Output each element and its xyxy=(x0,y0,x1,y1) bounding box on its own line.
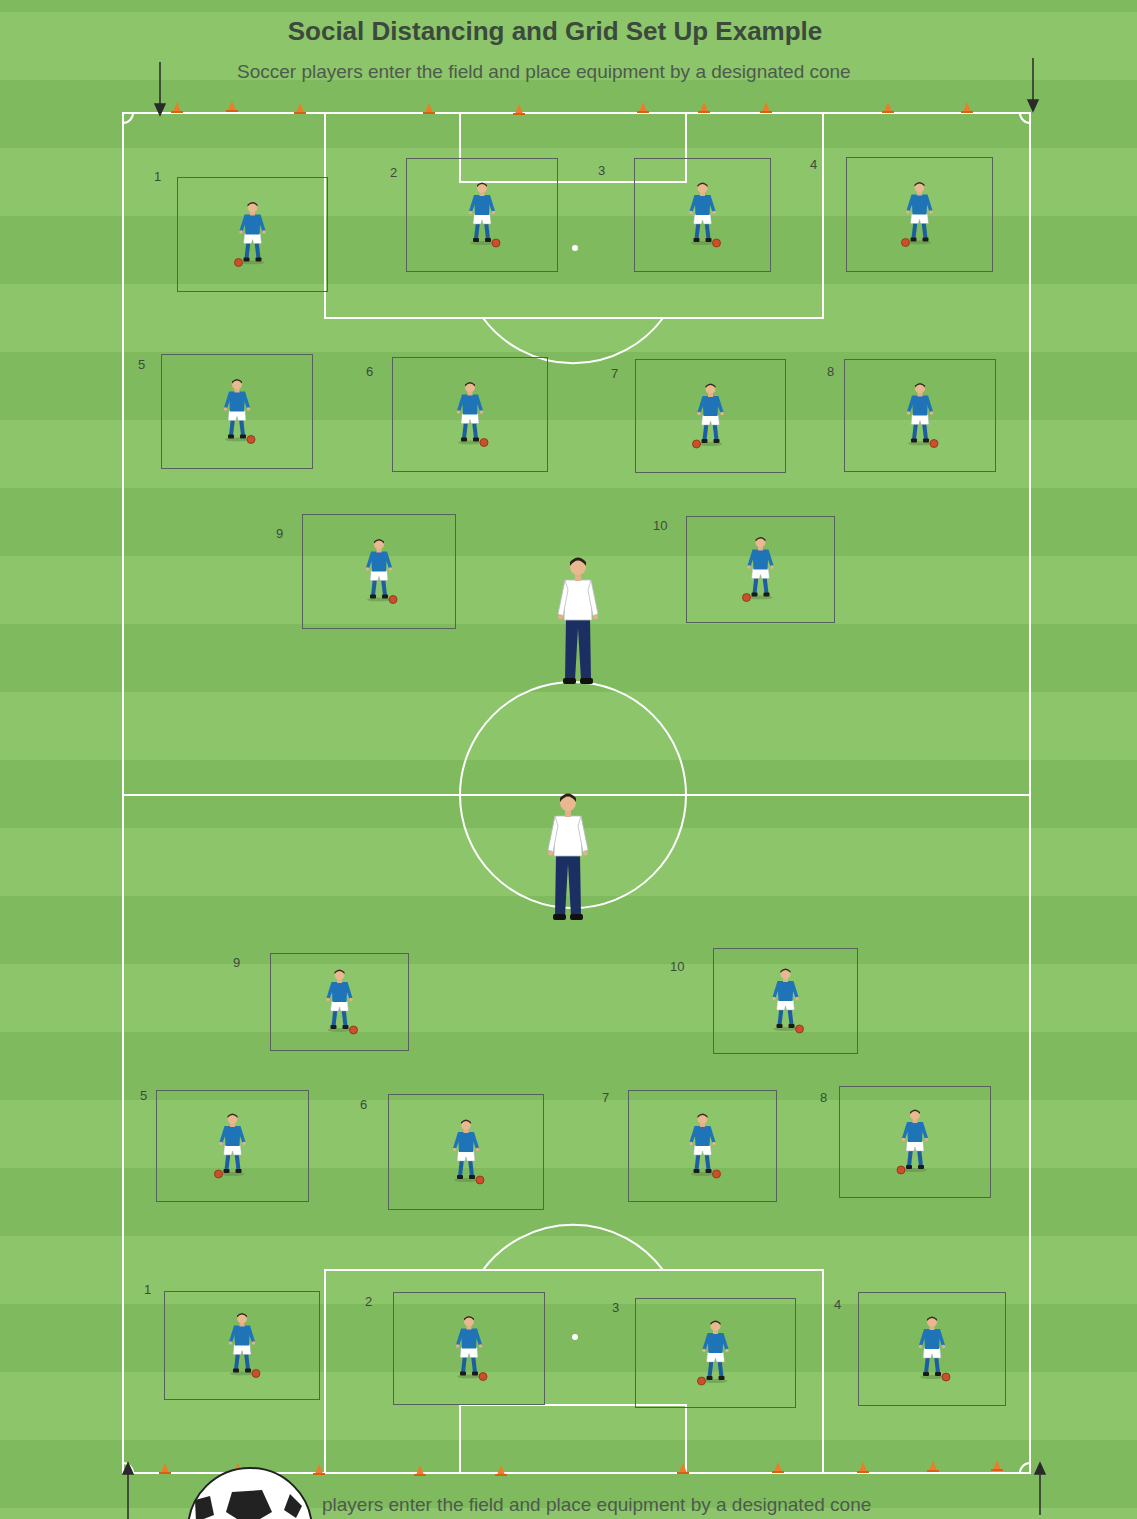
training-ball xyxy=(215,1170,223,1178)
grid-number: 8 xyxy=(820,1091,827,1105)
grid-square: 3 xyxy=(635,1298,796,1408)
training-ball xyxy=(350,1026,358,1034)
grid-number: 3 xyxy=(598,164,605,178)
training-ball xyxy=(247,436,255,444)
grid-number: 9 xyxy=(276,527,283,541)
grid-number: 5 xyxy=(138,358,145,372)
grid-number: 10 xyxy=(670,960,684,974)
penalty-spot xyxy=(572,1334,578,1340)
grid-square: 10 xyxy=(686,516,835,623)
grid-square: 4 xyxy=(846,157,993,272)
training-ball xyxy=(942,1373,950,1381)
grid-square: 6 xyxy=(388,1094,544,1210)
grid-square: 8 xyxy=(844,359,996,472)
grid-number: 10 xyxy=(653,519,667,533)
grid-number: 6 xyxy=(360,1098,367,1112)
player-figure xyxy=(469,183,496,246)
grid-square: 2 xyxy=(393,1292,545,1405)
players xyxy=(215,182,951,1385)
grid-square: 9 xyxy=(270,953,409,1051)
player-figure xyxy=(697,384,724,447)
player-figure xyxy=(456,1316,483,1379)
training-ball xyxy=(713,1170,721,1178)
player-figure xyxy=(689,1114,716,1177)
training-ball xyxy=(796,1025,804,1033)
grid-number: 4 xyxy=(810,158,817,172)
grid-number: 3 xyxy=(612,1301,619,1315)
grid-number: 9 xyxy=(233,956,240,970)
player-figure xyxy=(326,970,353,1033)
player-figure xyxy=(224,379,251,442)
grid-number: 4 xyxy=(834,1298,841,1312)
training-ball xyxy=(235,259,243,267)
entry-arrows xyxy=(123,58,1045,1519)
grid-square: 5 xyxy=(156,1090,309,1202)
coach-figure xyxy=(558,558,598,685)
grid-number: 1 xyxy=(144,1283,151,1297)
coach-figure xyxy=(548,794,588,921)
grid-number: 5 xyxy=(140,1089,147,1103)
grid-square: 7 xyxy=(635,359,786,473)
player-figure xyxy=(902,1110,929,1173)
grid-number: 7 xyxy=(611,367,618,381)
player-figure xyxy=(906,182,933,245)
training-ball xyxy=(693,440,701,448)
training-ball xyxy=(480,439,488,447)
grid-number: 2 xyxy=(390,166,397,180)
player-figure xyxy=(919,1317,946,1380)
training-ball xyxy=(476,1176,484,1184)
grid-square: 1 xyxy=(177,177,328,292)
soccer-ball xyxy=(188,1468,312,1519)
penalty-spot xyxy=(572,245,578,251)
player-figure xyxy=(366,539,393,602)
player-figure xyxy=(689,183,716,246)
training-ball xyxy=(252,1370,260,1378)
player-figure xyxy=(239,202,266,265)
grid-square: 8 xyxy=(839,1086,991,1198)
grid-number: 7 xyxy=(602,1091,609,1105)
training-ball xyxy=(713,239,721,247)
grid-square: 5 xyxy=(161,354,313,469)
grid-square: 1 xyxy=(164,1291,320,1400)
player-figure xyxy=(702,1321,729,1384)
training-ball xyxy=(389,596,397,604)
training-ball xyxy=(902,239,910,247)
grid-square: 6 xyxy=(392,357,548,472)
player-figure xyxy=(907,383,934,446)
grid-number: 2 xyxy=(365,1295,372,1309)
grid-square: 3 xyxy=(634,158,771,272)
grid-number: 8 xyxy=(827,365,834,379)
grid-square: 9 xyxy=(302,514,456,629)
grid-number: 1 xyxy=(154,170,161,184)
grid-square: 4 xyxy=(858,1292,1006,1406)
grid-square: 7 xyxy=(628,1090,777,1202)
grid-number: 6 xyxy=(366,365,373,379)
player-figure xyxy=(453,1120,480,1183)
instruction-note: players enter the field and place equipm… xyxy=(322,1494,871,1516)
training-ball xyxy=(930,440,938,448)
player-figure xyxy=(219,1114,246,1177)
training-ball xyxy=(698,1377,706,1385)
instruction-note: Soccer players enter the field and place… xyxy=(237,61,851,83)
training-ball xyxy=(492,239,500,247)
training-ball xyxy=(897,1166,905,1174)
player-figure xyxy=(772,969,799,1032)
training-ball xyxy=(743,594,751,602)
cones xyxy=(159,101,1003,1476)
player-figure xyxy=(457,382,484,445)
grid-square: 10 xyxy=(713,948,858,1054)
player-figure xyxy=(747,537,774,600)
diagram-title: Social Distancing and Grid Set Up Exampl… xyxy=(0,16,1110,47)
training-ball xyxy=(479,1373,487,1381)
pitch-lines xyxy=(123,113,1030,1473)
player-figure xyxy=(229,1313,256,1376)
grid-square: 2 xyxy=(406,158,558,272)
